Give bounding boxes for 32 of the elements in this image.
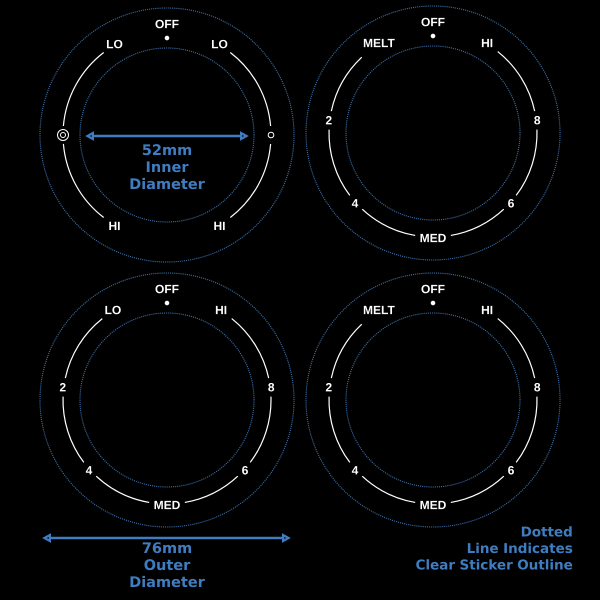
dial-label: OFF bbox=[156, 20, 179, 28]
dial-label: LO bbox=[105, 306, 121, 314]
dimension-label: 76mm Outer Diameter bbox=[130, 542, 205, 588]
dial-label: 2 bbox=[60, 383, 66, 392]
dial-label: 6 bbox=[508, 199, 514, 208]
dial-label: MED bbox=[154, 500, 180, 510]
dial-label: HI bbox=[482, 38, 492, 48]
dial-label: MED bbox=[420, 234, 446, 242]
dial-label: 8 bbox=[534, 116, 540, 124]
dial-label: LO bbox=[212, 40, 228, 48]
dial-label: 8 bbox=[268, 382, 274, 392]
dial-label: 8 bbox=[534, 382, 540, 392]
dial-label: HI bbox=[214, 222, 225, 230]
dial-label: MELT bbox=[364, 38, 395, 48]
dial-label: 2 bbox=[326, 383, 332, 392]
dimension-label: 52mm Inner Diameter bbox=[130, 144, 205, 190]
dial-label: MELT bbox=[364, 306, 395, 314]
dial-label: OFF bbox=[156, 284, 179, 294]
dial-label: 4 bbox=[352, 199, 358, 208]
dial-label: MED bbox=[420, 500, 446, 510]
dial-label: LO bbox=[106, 40, 122, 48]
dial-label: HI bbox=[216, 306, 226, 314]
dial-label: 6 bbox=[508, 466, 514, 474]
dial-label: HI bbox=[109, 222, 120, 230]
dial-label: OFF bbox=[422, 18, 445, 26]
dial-label: 2 bbox=[326, 116, 332, 124]
dial-label: 4 bbox=[352, 466, 358, 474]
dial-label: 4 bbox=[86, 466, 92, 474]
dial-label: HI bbox=[482, 306, 492, 314]
dial-label: 6 bbox=[242, 466, 248, 474]
dial-label: OFF bbox=[422, 284, 445, 294]
note-text: Dotted Line Indicates Clear Sticker Outline bbox=[416, 526, 572, 570]
